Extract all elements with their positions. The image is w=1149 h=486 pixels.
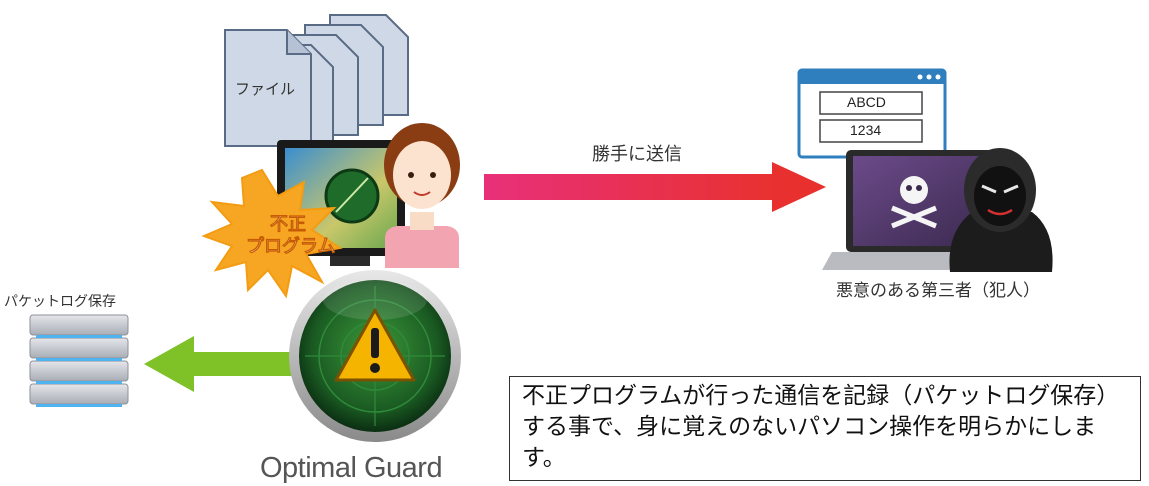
server-stack-icon bbox=[29, 314, 129, 407]
brand-name: Optimal Guard bbox=[260, 452, 443, 484]
form-field-value-1: ABCD bbox=[847, 94, 886, 110]
malware-burst-icon bbox=[201, 168, 343, 299]
attacker-icon bbox=[949, 148, 1053, 272]
form-field-value-2: 1234 bbox=[850, 122, 882, 138]
browser-form-icon bbox=[797, 68, 947, 159]
malware-label-line1: 不正 bbox=[270, 214, 307, 236]
packet-log-label: パケットログ保存 bbox=[4, 294, 116, 310]
user-avatar-icon bbox=[384, 123, 460, 268]
send-label: 勝手に送信 bbox=[592, 144, 682, 165]
attacker-label: 悪意のある第三者（犯人） bbox=[836, 281, 1040, 301]
send-arrow bbox=[484, 162, 826, 212]
description-note: 不正プログラムが行った通信を記録（パケットログ保存）する事で、身に覚えのないパソ… bbox=[509, 376, 1141, 481]
log-arrow bbox=[144, 336, 300, 392]
malware-label-line2: プログラム bbox=[246, 236, 336, 258]
optimal-guard-emblem-icon bbox=[289, 270, 461, 442]
description-text: 不正プログラムが行った通信を記録（パケットログ保存）する事で、身に覚えのないパソ… bbox=[522, 383, 1120, 471]
file-label: ファイル bbox=[235, 80, 296, 98]
file-stack-icon bbox=[224, 14, 409, 147]
